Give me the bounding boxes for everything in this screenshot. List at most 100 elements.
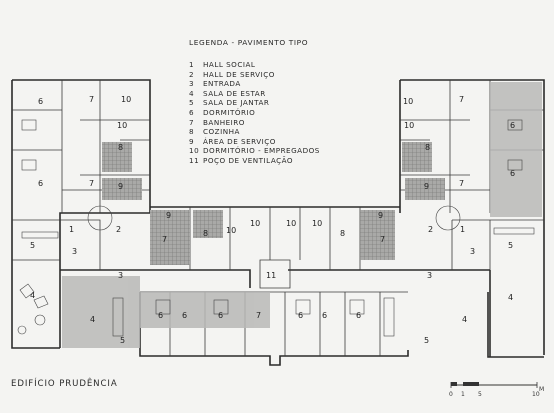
legend-item-number: 9 bbox=[189, 136, 195, 146]
svg-text:1: 1 bbox=[460, 225, 465, 234]
svg-text:11: 11 bbox=[266, 271, 276, 280]
svg-text:3: 3 bbox=[470, 247, 475, 256]
scale-tick-1: 1 bbox=[461, 391, 465, 398]
svg-text:3: 3 bbox=[72, 247, 77, 256]
svg-text:6: 6 bbox=[298, 311, 303, 320]
svg-text:8: 8 bbox=[203, 229, 208, 238]
legend-item-number: 11 bbox=[189, 155, 200, 165]
legend-item-label: HALL DE SERVIÇO bbox=[203, 69, 275, 79]
svg-text:10: 10 bbox=[121, 95, 131, 104]
legend-item: 7 BANHEIRO bbox=[189, 118, 389, 128]
legend-item: 8 COZINHA bbox=[189, 127, 389, 137]
svg-text:6: 6 bbox=[38, 179, 43, 188]
legend-item-number: 7 bbox=[189, 117, 195, 127]
svg-text:6: 6 bbox=[510, 169, 515, 178]
svg-text:9: 9 bbox=[424, 182, 429, 191]
svg-text:10: 10 bbox=[117, 121, 127, 130]
legend-item-number: 8 bbox=[189, 127, 195, 137]
legend-item: 4 SALA DE ESTAR bbox=[189, 89, 389, 99]
legend-item: 2 HALL DE SERVIÇO bbox=[189, 70, 389, 80]
furniture-outlines bbox=[17, 119, 535, 337]
svg-text:10: 10 bbox=[250, 219, 260, 228]
svg-text:7: 7 bbox=[256, 311, 261, 320]
legend-item-number: 1 bbox=[189, 60, 195, 69]
legend-item-label: DORMITÓRIO bbox=[203, 107, 256, 117]
svg-text:10: 10 bbox=[403, 97, 413, 106]
svg-text:4: 4 bbox=[462, 315, 467, 324]
legend-item-number: 4 bbox=[189, 88, 195, 98]
legend-item-number: 3 bbox=[189, 79, 195, 89]
svg-text:6: 6 bbox=[218, 311, 223, 320]
svg-text:3: 3 bbox=[118, 271, 123, 280]
service-area-fills bbox=[102, 142, 445, 265]
svg-text:8: 8 bbox=[425, 143, 430, 152]
svg-text:7: 7 bbox=[162, 235, 167, 244]
legend-item-label: BANHEIRO bbox=[203, 117, 245, 127]
svg-text:10: 10 bbox=[226, 226, 236, 235]
svg-text:7: 7 bbox=[459, 95, 464, 104]
legend-item-label: POÇO DE VENTILAÇÃO bbox=[203, 155, 294, 165]
svg-text:6: 6 bbox=[182, 311, 187, 320]
legend-item-label: DORMITÓRIO - EMPREGADOS bbox=[203, 146, 320, 156]
legend-item: 9 ÁREA DE SERVIÇO bbox=[189, 137, 389, 147]
svg-text:2: 2 bbox=[116, 225, 121, 234]
svg-text:7: 7 bbox=[89, 179, 94, 188]
svg-text:6: 6 bbox=[158, 311, 163, 320]
legend-title: LEGENDA - PAVIMENTO TIPO bbox=[189, 38, 309, 47]
legend-item: 6 DORMITÓRIO bbox=[189, 108, 389, 118]
legend-item: 1 HALL SOCIAL bbox=[189, 60, 389, 70]
building-name: EDIFÍCIO PRUDÊNCIA bbox=[11, 379, 118, 389]
legend-item-number: 5 bbox=[189, 98, 195, 108]
legend-item-label: HALL SOCIAL bbox=[203, 60, 256, 69]
wall-lines bbox=[11, 79, 545, 366]
legend-item-number: 6 bbox=[189, 107, 195, 117]
legend-item-number: 2 bbox=[189, 69, 195, 79]
legend-item-label: SALA DE ESTAR bbox=[203, 88, 266, 98]
svg-text:4: 4 bbox=[90, 315, 95, 324]
legend-list: 1 HALL SOCIAL 2 HALL DE SERVIÇO 3 ENTRADA 4… bbox=[189, 60, 389, 166]
legend-item-number: 10 bbox=[189, 146, 200, 156]
svg-text:1: 1 bbox=[69, 225, 74, 234]
svg-text:7: 7 bbox=[459, 179, 464, 188]
svg-text:9: 9 bbox=[378, 211, 383, 220]
svg-text:2: 2 bbox=[428, 225, 433, 234]
svg-text:5: 5 bbox=[508, 241, 513, 250]
svg-text:6: 6 bbox=[510, 121, 515, 130]
svg-text:9: 9 bbox=[118, 182, 123, 191]
legend-item: 3 ENTRADA bbox=[189, 79, 389, 89]
scale-tick-5: 5 bbox=[478, 391, 482, 398]
scale-bar: 0 1 5 10 M bbox=[449, 382, 544, 398]
svg-text:9: 9 bbox=[166, 211, 171, 220]
svg-text:6: 6 bbox=[38, 97, 43, 106]
grey-apartment-zones bbox=[62, 82, 542, 348]
svg-text:4: 4 bbox=[30, 291, 35, 300]
svg-text:6: 6 bbox=[322, 311, 327, 320]
scale-tick-10: 10 bbox=[532, 391, 540, 398]
legend-item-label: SALA DE JANTAR bbox=[203, 98, 270, 108]
svg-text:5: 5 bbox=[30, 241, 35, 250]
svg-text:10: 10 bbox=[286, 219, 296, 228]
svg-text:7: 7 bbox=[89, 95, 94, 104]
svg-text:5: 5 bbox=[424, 336, 429, 345]
svg-text:5: 5 bbox=[120, 336, 125, 345]
svg-text:4: 4 bbox=[508, 293, 513, 302]
legend-item-label: COZINHA bbox=[203, 127, 240, 137]
svg-text:6: 6 bbox=[356, 311, 361, 320]
svg-text:8: 8 bbox=[340, 229, 345, 238]
svg-text:3: 3 bbox=[427, 271, 432, 280]
svg-text:10: 10 bbox=[312, 219, 322, 228]
svg-text:7: 7 bbox=[380, 235, 385, 244]
legend-item: 5 SALA DE JANTAR bbox=[189, 98, 389, 108]
legend-item-label: ÁREA DE SERVIÇO bbox=[203, 136, 276, 146]
svg-text:10: 10 bbox=[404, 121, 414, 130]
scale-tick-0: 0 bbox=[449, 391, 453, 398]
scale-unit: M bbox=[539, 386, 544, 393]
legend-item-label: ENTRADA bbox=[203, 79, 241, 89]
svg-text:8: 8 bbox=[118, 143, 123, 152]
